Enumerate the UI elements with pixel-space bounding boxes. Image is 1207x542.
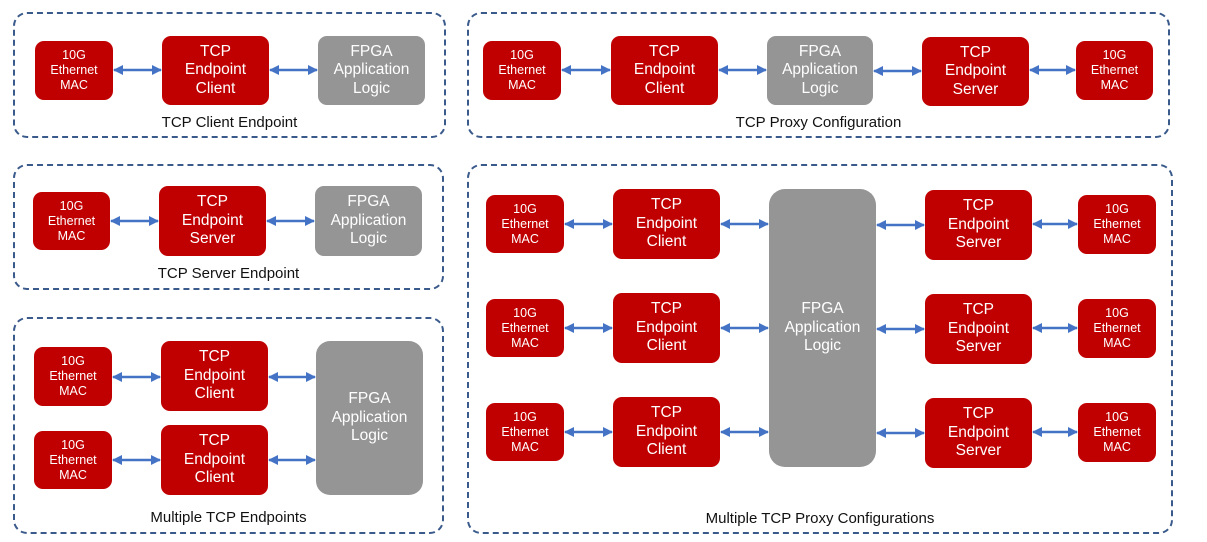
block-label: TCP Endpoint Server — [947, 301, 1010, 356]
block-label: TCP Endpoint Server — [181, 193, 244, 248]
tcp-endpoint-server-block: TCP Endpoint Server — [159, 186, 266, 256]
panel-multiple-tcp-endpoints: Multiple TCP Endpoints — [13, 317, 444, 534]
fpga-application-logic-block: FPGA Application Logic — [315, 186, 422, 256]
panel-title: TCP Proxy Configuration — [735, 114, 902, 131]
panel-tcp-server-endpoint: TCP Server Endpoint — [13, 164, 444, 290]
ethernet-mac-block: 10G Ethernet MAC — [35, 41, 113, 100]
panel-title: Multiple TCP Proxy Configurations — [705, 510, 935, 527]
tcp-endpoint-client-block: TCP Endpoint Client — [611, 36, 718, 105]
tcp-endpoint-server-block: TCP Endpoint Server — [925, 190, 1032, 260]
block-label: TCP Endpoint Client — [635, 196, 698, 251]
ethernet-mac-block: 10G Ethernet MAC — [486, 195, 564, 253]
block-label: TCP Endpoint Client — [184, 42, 247, 97]
block-label: TCP Endpoint Client — [633, 42, 696, 97]
block-label: TCP Endpoint Client — [635, 300, 698, 355]
tcp-endpoint-client-block: TCP Endpoint Client — [161, 341, 268, 411]
block-label: FPGA Application Logic — [330, 193, 407, 248]
block-label: 10G Ethernet MAC — [1090, 48, 1139, 92]
ethernet-mac-block: 10G Ethernet MAC — [1078, 299, 1156, 358]
block-label: 10G Ethernet MAC — [498, 48, 546, 92]
block-label: FPGA Application Logic — [333, 42, 410, 97]
ethernet-mac-block: 10G Ethernet MAC — [1076, 41, 1153, 100]
block-label: TCP Endpoint Server — [944, 43, 1007, 98]
block-label: TCP Endpoint Client — [183, 348, 246, 403]
block-label: TCP Endpoint Client — [635, 404, 698, 459]
fpga-application-logic-block: FPGA Application Logic — [767, 36, 873, 105]
ethernet-mac-block: 10G Ethernet MAC — [486, 403, 564, 461]
fpga-application-logic-block: FPGA Application Logic — [318, 36, 425, 105]
panel-title: TCP Server Endpoint — [157, 265, 300, 282]
fpga-application-logic-block: FPGA Application Logic — [769, 189, 876, 467]
ethernet-mac-block: 10G Ethernet MAC — [1078, 403, 1156, 462]
block-label: 10G Ethernet MAC — [501, 305, 549, 350]
ethernet-mac-block: 10G Ethernet MAC — [34, 431, 112, 489]
tcp-endpoint-client-block: TCP Endpoint Client — [613, 189, 720, 259]
panel-tcp-client-endpoint: TCP Client Endpoint — [13, 12, 446, 138]
panel-multiple-tcp-proxy-configurations: Multiple TCP Proxy Configurations — [467, 164, 1173, 534]
panel-tcp-proxy-configuration: TCP Proxy Configuration — [467, 12, 1170, 138]
panel-title: Multiple TCP Endpoints — [150, 509, 307, 526]
ethernet-mac-block: 10G Ethernet MAC — [34, 347, 112, 406]
block-label: TCP Endpoint Client — [183, 432, 246, 487]
block-label: TCP Endpoint Server — [947, 405, 1010, 460]
block-label: 10G Ethernet MAC — [49, 437, 97, 482]
block-label: 10G Ethernet MAC — [47, 198, 96, 243]
block-label: TCP Endpoint Server — [947, 197, 1010, 252]
tcp-endpoint-server-block: TCP Endpoint Server — [922, 37, 1029, 106]
ethernet-mac-block: 10G Ethernet MAC — [33, 192, 110, 250]
ethernet-mac-block: 10G Ethernet MAC — [1078, 195, 1156, 254]
block-label: 10G Ethernet MAC — [50, 48, 98, 92]
tcp-endpoint-client-block: TCP Endpoint Client — [161, 425, 268, 495]
tcp-endpoint-client-block: TCP Endpoint Client — [162, 36, 269, 105]
block-label: 10G Ethernet MAC — [1093, 202, 1141, 246]
block-label: FPGA Application Logic — [784, 300, 861, 355]
block-label: 10G Ethernet MAC — [1093, 410, 1141, 454]
tcp-endpoint-server-block: TCP Endpoint Server — [925, 294, 1032, 364]
block-label: 10G Ethernet MAC — [49, 354, 97, 398]
block-label: FPGA Application Logic — [331, 390, 408, 445]
ethernet-mac-block: 10G Ethernet MAC — [483, 41, 561, 100]
tcp-endpoint-server-block: TCP Endpoint Server — [925, 398, 1032, 468]
block-label: FPGA Application Logic — [782, 42, 858, 97]
block-label: 10G Ethernet MAC — [1093, 306, 1141, 350]
fpga-application-logic-block: FPGA Application Logic — [316, 341, 423, 495]
ethernet-mac-block: 10G Ethernet MAC — [486, 299, 564, 357]
panel-title: TCP Client Endpoint — [161, 114, 298, 131]
block-label: 10G Ethernet MAC — [501, 409, 549, 454]
block-label: 10G Ethernet MAC — [501, 201, 549, 246]
tcp-endpoint-client-block: TCP Endpoint Client — [613, 397, 720, 467]
tcp-endpoint-client-block: TCP Endpoint Client — [613, 293, 720, 363]
